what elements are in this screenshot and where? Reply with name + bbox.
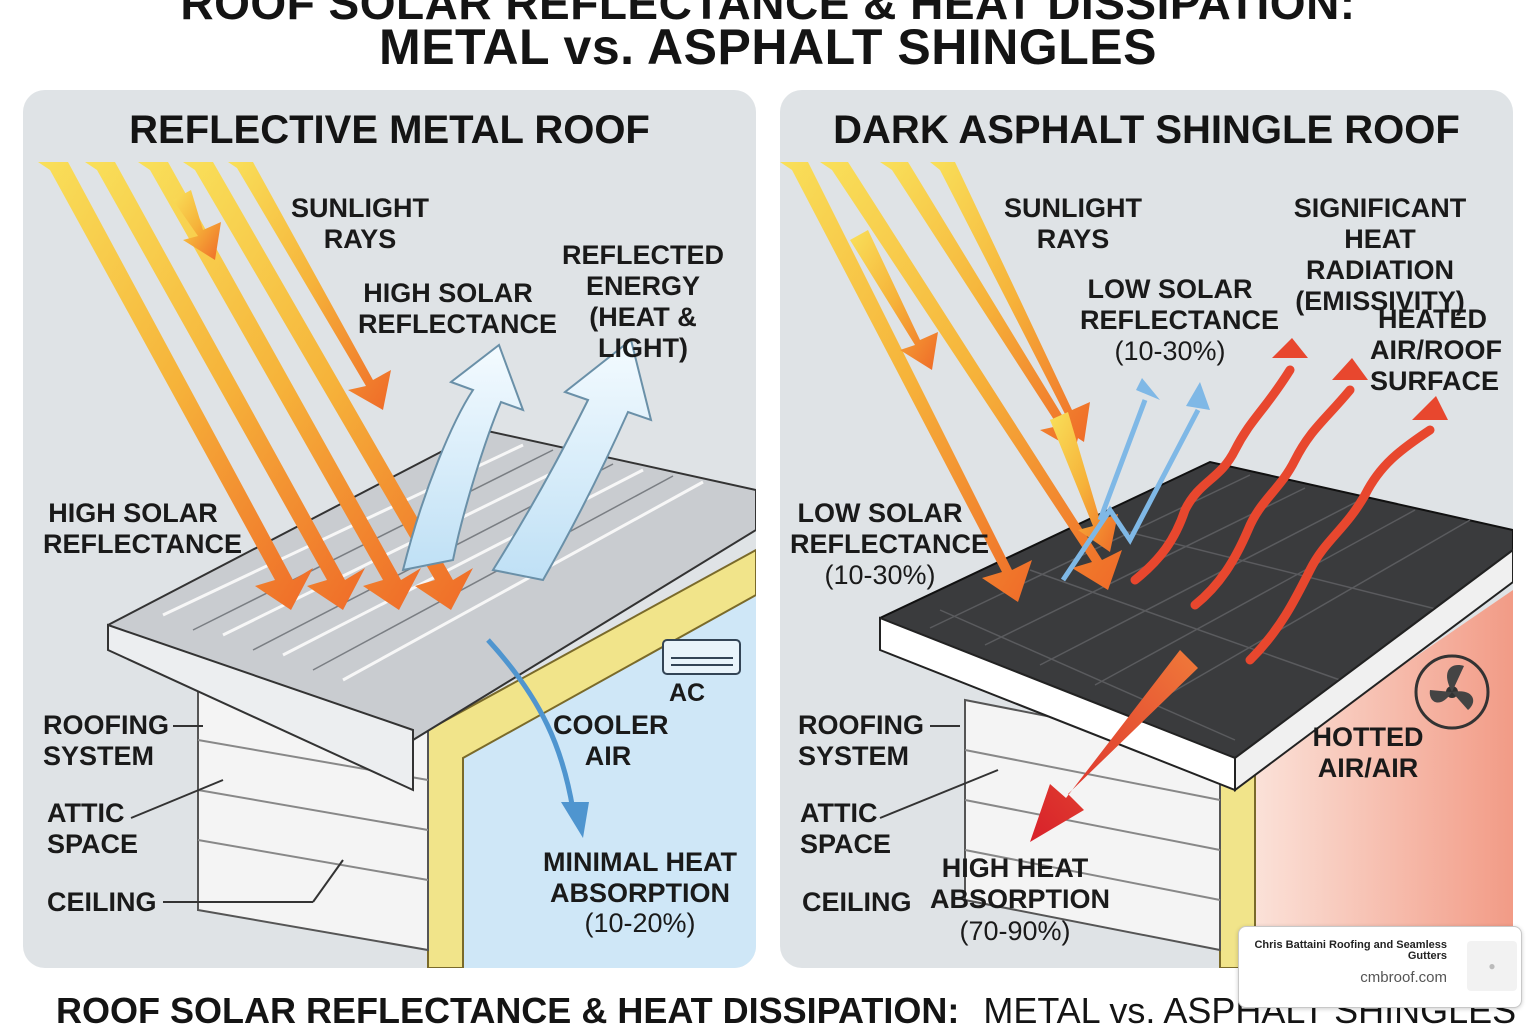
- attic-space-label: ATTIC SPACE: [47, 798, 139, 859]
- low-reflectance-top-pct: (10-30%): [1114, 336, 1226, 366]
- reflected-arrow-icon: [1060, 399, 1201, 582]
- minimal-heat-pct: (10-20%): [584, 908, 696, 938]
- fan-icon: [1414, 654, 1490, 730]
- metal-roof-illustration: [38, 162, 756, 968]
- low-reflectance-side-pct: (10-30%): [824, 560, 936, 590]
- metal-roof-panel: REFLECTIVE METAL ROOF SUNLIGHT RAYS HIGH…: [23, 90, 756, 968]
- high-heat-pct: (70-90%): [959, 916, 1071, 946]
- reflected-energy-label: REFLECTED ENERGY (HEAT & LIGHT): [562, 240, 724, 363]
- minimal-heat-label: MINIMAL HEAT ABSORPTION: [543, 847, 737, 908]
- cool-air-arrow: [486, 638, 576, 811]
- asphalt-roof-panel: DARK ASPHALT SHINGLE ROOF SUNLIGHT RAYS …: [780, 90, 1513, 968]
- ceiling-label: CEILING: [47, 887, 157, 917]
- heat-wave-arrow-icon: [1130, 365, 1435, 665]
- page-title-top: ROOF SOLAR REFLECTANCE & HEAT DISSIPATIO…: [180, 0, 1356, 29]
- heat-absorption-arrow: [1030, 650, 1198, 842]
- high-reflectance-top-label: HIGH SOLAR REFLECTANCE: [358, 278, 557, 339]
- metal-roof-title: REFLECTIVE METAL ROOF: [129, 108, 650, 152]
- sunlight-rays-label: SUNLIGHT RAYS: [1004, 193, 1142, 254]
- ceiling-label: CEILING: [802, 887, 912, 917]
- sun-ray-arrow-icon: [38, 162, 473, 610]
- attic-space-label: ATTIC SPACE: [800, 798, 892, 859]
- roofing-system-label: ROOFING SYSTEM: [798, 710, 924, 771]
- ac-unit-icon: [662, 639, 741, 675]
- hotted-air-label: HOTTED AIR/AIR: [1312, 722, 1424, 783]
- low-reflectance-side-label: LOW SOLAR REFLECTANCE: [790, 498, 989, 559]
- roof-fascia: [107, 623, 414, 792]
- hot-air-zone: [1250, 590, 1513, 968]
- footer-title-bold: ROOF SOLAR REFLECTANCE & HEAT DISSIPATIO…: [56, 990, 960, 1031]
- low-reflectance-top-label: LOW SOLAR REFLECTANCE: [1080, 274, 1279, 335]
- badge-logo-icon: ●: [1467, 941, 1517, 991]
- sun-ray-arrow-icon: [780, 162, 1122, 602]
- badge-company-name: Chris Battaini Roofing and Seamless Gutt…: [1254, 939, 1447, 962]
- cooler-air-label: COOLER AIR: [553, 710, 669, 771]
- asphalt-roof-title: DARK ASPHALT SHINGLE ROOF: [833, 108, 1460, 152]
- badge-url[interactable]: cmbroof.com: [1360, 969, 1447, 986]
- reflected-arrow-icon: [401, 338, 653, 582]
- roofing-system-label: ROOFING SYSTEM: [43, 710, 169, 771]
- high-heat-label: HIGH HEAT ABSORPTION: [930, 853, 1111, 914]
- insulation: [427, 548, 756, 968]
- high-reflectance-side-label: HIGH SOLAR REFLECTANCE: [43, 498, 242, 559]
- attribution-badge[interactable]: Chris Battaini Roofing and Seamless Gutt…: [1238, 926, 1522, 1008]
- heat-radiation-label: SIGNIFICANT HEAT RADIATION (EMISSIVITY): [1293, 193, 1467, 316]
- ac-label: AC: [669, 679, 706, 707]
- heated-air-label: HEATED AIR/ROOF SURFACE: [1370, 304, 1502, 396]
- page-title: METAL vs. ASPHALT SHINGLES: [379, 19, 1157, 75]
- sunlight-rays-label: SUNLIGHT RAYS: [291, 193, 429, 254]
- asphalt-roof-illustration: [780, 162, 1513, 968]
